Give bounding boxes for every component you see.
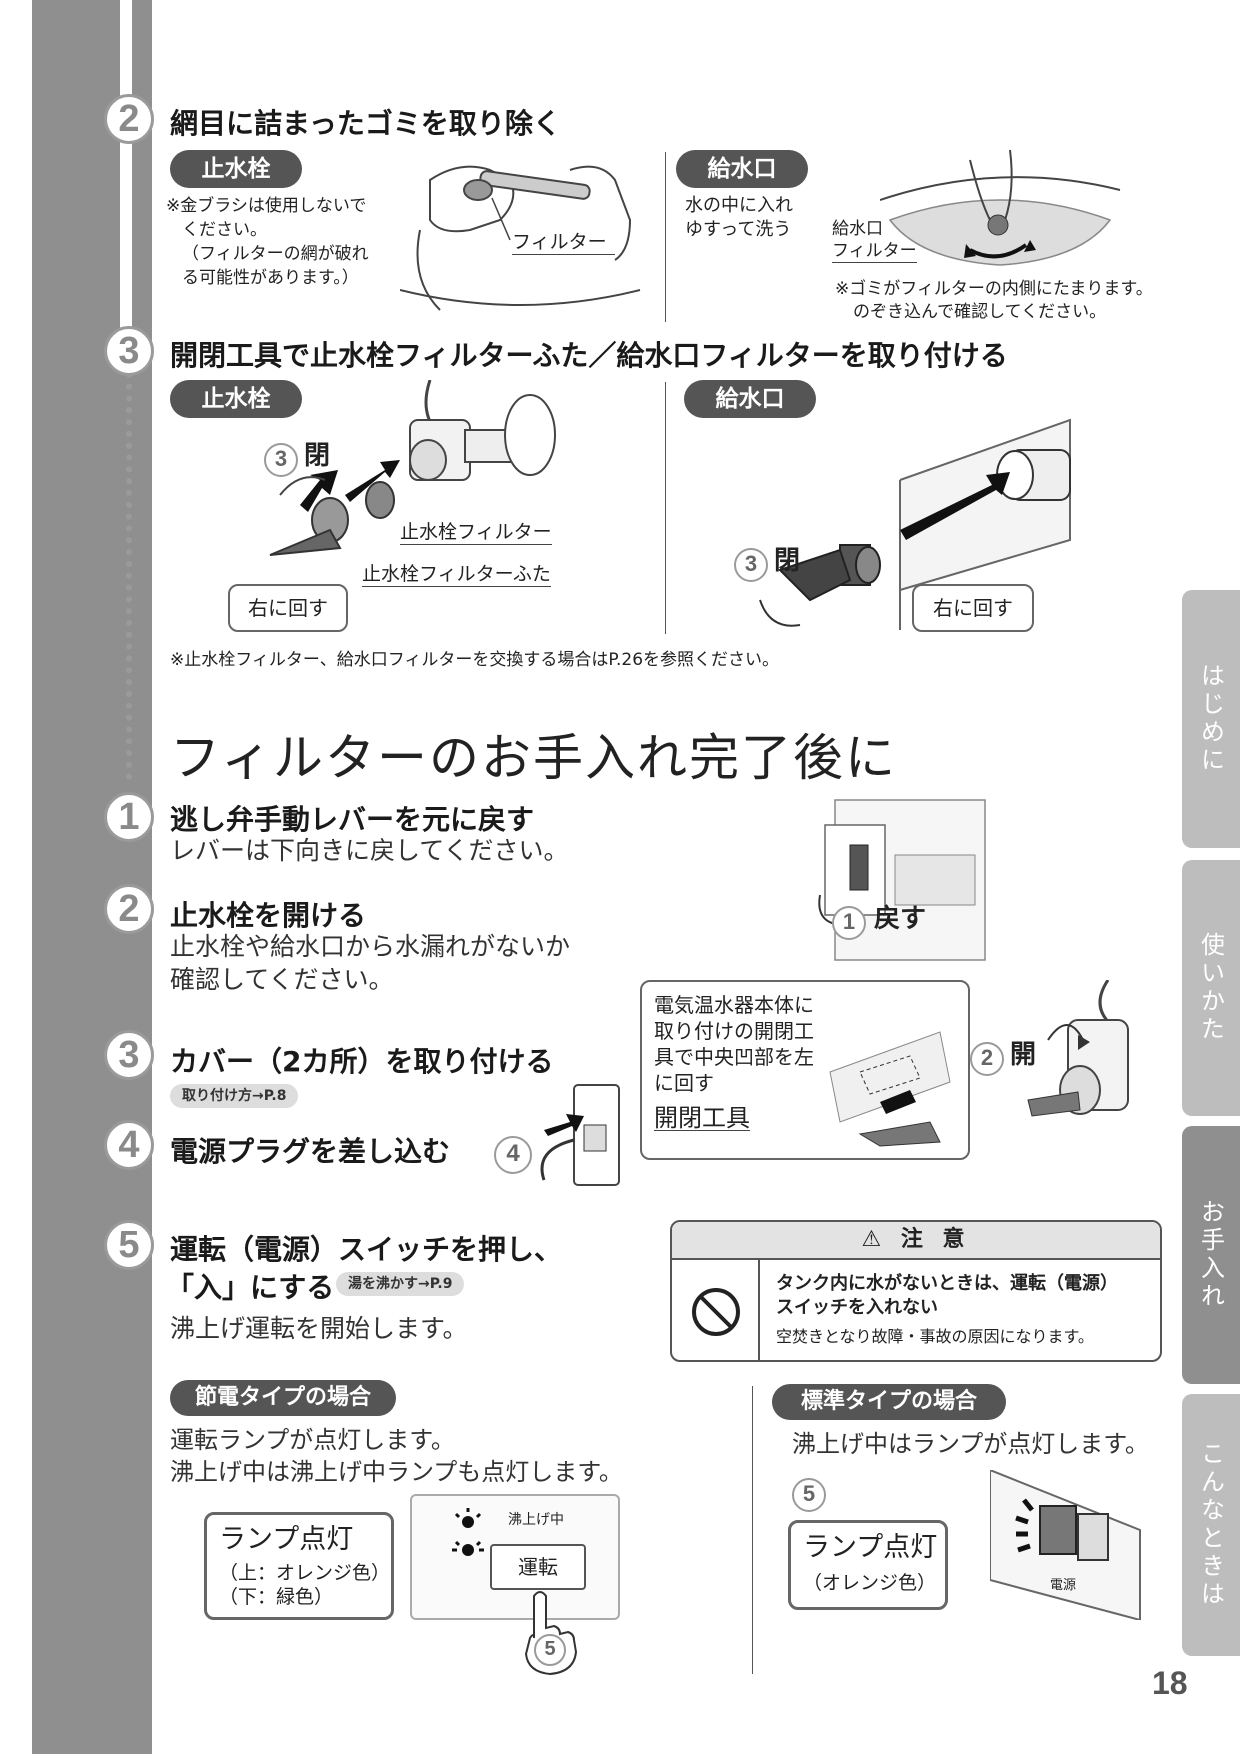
section-pill: 止水栓 xyxy=(170,150,302,188)
caution-title: ⚠ 注 意 xyxy=(672,1222,1160,1260)
step-number: 2 xyxy=(104,94,154,144)
inlet-filter-label: 給水口 フィルター xyxy=(832,219,917,263)
step-title: 開閉工具で止水栓フィルターふた／給水口フィルターを取り付ける xyxy=(170,339,1008,372)
eco-panel: 沸上げ中 運転 xyxy=(410,1494,620,1620)
step-title: 網目に詰まったゴミを取り除く xyxy=(170,107,561,140)
close-num: 3 xyxy=(734,548,768,582)
caution-box: ⚠ 注 意 タンク内に水がないときは、運転（電源） スイッチを入れない 空焚きと… xyxy=(670,1220,1162,1362)
step-number: 3 xyxy=(104,326,154,376)
step-body: 沸上げ運転を開始します。 xyxy=(170,1314,468,1343)
panel-label: 沸上げ中 xyxy=(508,1512,564,1528)
step-number: 5 xyxy=(104,1220,154,1270)
section-pill: 給水口 xyxy=(676,150,808,188)
filter-label: 止水栓フィルター xyxy=(400,521,552,545)
divider xyxy=(752,1386,753,1674)
fig-num: 1 xyxy=(832,906,866,940)
tool-illustration xyxy=(829,1031,951,1147)
tab-hajimeni[interactable]: はじめに xyxy=(1182,590,1240,848)
caution-line: スイッチを入れない xyxy=(776,1297,938,1318)
brush-cleaning-illustration xyxy=(400,165,641,311)
open-label: 開 xyxy=(1010,1040,1037,1070)
water-washing-illustration xyxy=(880,149,1121,266)
hand-num: 5 xyxy=(534,1634,566,1666)
switch-label: 電源 xyxy=(1050,1578,1077,1593)
return-label: 戻す xyxy=(874,904,927,934)
relief-lever-illustration xyxy=(818,799,986,961)
step-number: 1 xyxy=(104,792,154,842)
step-number: 3 xyxy=(104,1030,154,1080)
std-body: 沸上げ中はランプが点灯します。 xyxy=(792,1430,1149,1458)
step-title: カバー（2カ所）を取り付ける xyxy=(170,1045,554,1078)
step-title: 電源プラグを差し込む xyxy=(170,1135,451,1168)
cap-label: 止水栓フィルターふた xyxy=(362,563,551,587)
step-title: 止水栓を開ける xyxy=(170,899,367,932)
tool-callout: 電気温水器本体に 取り付けの開閉工 具で中央凹部を左 に回す 開閉工具 xyxy=(640,980,970,1160)
section-heading: フィルターのお手入れ完了後に xyxy=(170,729,897,787)
divider xyxy=(665,152,666,322)
turn-right-callout: 右に回す xyxy=(228,584,348,632)
tool-label: 開閉工具 xyxy=(654,1104,750,1132)
switch-panel-illustration xyxy=(990,1470,1141,1620)
close-label: 閉 xyxy=(774,546,801,576)
footnote: ※止水栓フィルター、給水口フィルターを交換する場合はP.26を参照ください。 xyxy=(170,650,780,670)
turn-right-callout: 右に回す xyxy=(912,584,1034,632)
fig-num: 4 xyxy=(494,1136,532,1174)
stop-valve-filter-illustration xyxy=(269,380,556,556)
section-pill: 給水口 xyxy=(684,380,816,418)
page-ref: 取り付け方→P.8 xyxy=(170,1084,299,1108)
section-pill: 止水栓 xyxy=(170,380,302,418)
eco-body: 運転ランプが点灯します。 沸上げ中は沸上げ中ランプも点灯します。 xyxy=(170,1426,623,1486)
tab-tsukaikata[interactable]: 使いかた xyxy=(1182,860,1240,1116)
open-num: 2 xyxy=(970,1042,1004,1076)
lamp-lit-icon xyxy=(452,1508,484,1556)
eco-lamp-callout: ランプ点灯 （上：オレンジ色） （下：緑色） xyxy=(204,1512,394,1620)
note-text: ※金ブラシは使用しないで ください。 （フィルターの網が破れ る可能性があります… xyxy=(166,196,369,288)
step-body: レバーは下向きに戻してください。 xyxy=(170,836,569,865)
note-text: 水の中に入れ ゆすって洗う xyxy=(685,195,793,240)
tab-oteire[interactable]: お手入れ xyxy=(1182,1126,1240,1384)
run-button[interactable]: 運転 xyxy=(490,1544,586,1590)
section-pill: 節電タイプの場合 xyxy=(170,1380,396,1416)
dotted-connector xyxy=(126,360,132,780)
step-body: 止水栓や給水口から水漏れがないか 確認してください。 xyxy=(170,932,571,994)
inlet-filter-illustration xyxy=(759,418,1071,630)
tab-konnatokiwa[interactable]: こんなときは xyxy=(1182,1394,1240,1656)
close-num: 3 xyxy=(264,443,298,477)
step-title: 逃し弁手動レバーを元に戻す xyxy=(170,803,535,836)
page-number: 18 xyxy=(1152,1665,1188,1701)
page-ref: 湯を沸かす→P.9 xyxy=(336,1272,465,1296)
std-lamp-callout: ランプ点灯 （オレンジ色） xyxy=(788,1520,948,1610)
plug-in-illustration xyxy=(540,1084,620,1186)
open-valve-illustration xyxy=(1027,980,1129,1117)
filter-label: フィルター xyxy=(512,230,615,255)
close-label: 閉 xyxy=(304,441,331,471)
divider xyxy=(665,382,666,634)
fig-num: 5 xyxy=(792,1478,826,1512)
step-number: 2 xyxy=(104,884,154,934)
step-title: 運転（電源）スイッチを押し、 xyxy=(170,1233,563,1266)
section-pill: 標準タイプの場合 xyxy=(772,1384,1006,1420)
side-rail xyxy=(32,0,152,1754)
footnote: ※ゴミがフィルターの内側にたまります。 のぞき込んで確認してください。 xyxy=(835,279,1153,322)
prohibited-icon xyxy=(692,1288,740,1336)
step-title: 「入」にする xyxy=(166,1271,335,1304)
step-number: 4 xyxy=(104,1120,154,1170)
rail-divider xyxy=(120,0,132,340)
caution-line: タンク内に水がないときは、運転（電源） xyxy=(776,1273,1118,1294)
caution-note: 空焚きとなり故障・事故の原因になります。 xyxy=(776,1327,1094,1346)
